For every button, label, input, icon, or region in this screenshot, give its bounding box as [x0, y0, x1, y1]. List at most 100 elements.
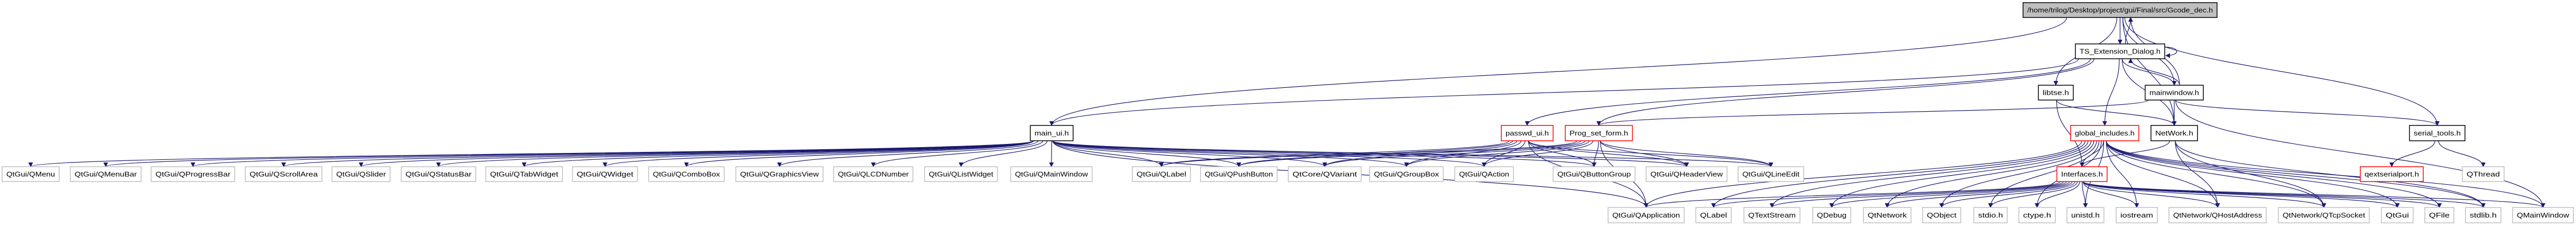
node-ts[interactable]: TS_Extension_Dialog.h [2075, 43, 2165, 59]
node-main-ui[interactable]: main_ui.h [1030, 125, 1074, 141]
edge-main_ui-to-qgroup [1052, 140, 1409, 167]
edges-layer [29, 17, 2545, 208]
edge-main_ui-to-qgraphics [777, 140, 1039, 167]
node-label: QtGui/QComboBox [653, 170, 721, 178]
node-box [331, 166, 391, 182]
node-label: QLabel [1700, 211, 1727, 219]
node-global[interactable]: global_includes.h [2070, 125, 2139, 141]
edge-global-to-iostream [2106, 140, 2139, 208]
node-label: global_includes.h [2075, 129, 2135, 137]
node-passwd[interactable]: passwd_ui.h [1501, 125, 1554, 141]
node-box [70, 166, 142, 182]
node-label: QtGui/QScrollArea [250, 170, 318, 178]
edge-ts-to-main_ui [1049, 58, 2079, 126]
node-qmenu: QtGui/QMenu [2, 166, 60, 182]
edge-prog-to-qvariant [1322, 140, 1586, 167]
node-box [2512, 207, 2574, 223]
edge-passwd-to-qlineedit [1528, 140, 1774, 167]
node-box [2038, 85, 2074, 101]
node-label: /home/trilog/Desktop/project/gui/Final/s… [2027, 6, 2213, 14]
node-label: QMainWindow [2517, 211, 2570, 219]
node-box [1565, 125, 1633, 141]
edge-prog-to-qgroup [1404, 140, 1590, 167]
edge-interfaces-to-qapp [1644, 181, 2061, 208]
node-box [1288, 166, 1362, 182]
node-label: QtGui/QMainWindow [1015, 170, 1088, 178]
edge-main_ui-to-qscroll [281, 140, 1034, 167]
edge-root-to-main_ui [1049, 17, 2067, 126]
node-qtgui: QtGui [2381, 207, 2414, 223]
edge-mainwindow-to-prog [1596, 100, 2149, 126]
node-box [833, 166, 913, 182]
node-network[interactable]: NetWork.h [2150, 125, 2198, 141]
node-qfile: QFile [2424, 207, 2454, 223]
node-box [2462, 166, 2505, 182]
edge-main_ui-to-qmenubar [104, 140, 1034, 167]
node-qmainwin-gui: QtGui/QMainWindow [1010, 166, 1093, 182]
edge-prog-to-qlineedit [1600, 140, 1774, 167]
edge-interfaces-to-iostream [2082, 181, 2139, 208]
edge-global-to-qlabel [1711, 140, 2086, 208]
node-unistd: unistd.h [2066, 207, 2104, 223]
edge-mainwindow-to-serial [2175, 100, 2440, 126]
node-box [2381, 207, 2414, 223]
node-qhost: QtNetwork/QHostAddress [2168, 207, 2267, 223]
edge-interfaces-to-qobject [1939, 181, 2075, 208]
node-qvariant: QtCore/QVariant [1288, 166, 1362, 182]
edge-interfaces-to-qdebug [1829, 181, 2070, 208]
node-label: QtGui/QAction [1459, 170, 1509, 178]
edge-passwd-to-qlabel_gui [1159, 140, 1509, 167]
node-box [1608, 207, 1685, 223]
node-label: QtGui/QMenu [6, 170, 55, 178]
edge-interfaces-to-qtnetwork [1885, 181, 2073, 208]
node-box [735, 166, 824, 182]
node-box [2150, 125, 2198, 141]
node-label: iostream [2120, 211, 2153, 219]
edge-global-to-qtgui [2106, 140, 2400, 208]
node-qgraphics: QtGui/QGraphicsView [735, 166, 824, 182]
node-qlineedit: QtGui/QLineEdit [1738, 166, 1804, 182]
node-label: QDebug [1817, 211, 1846, 219]
node-root[interactable]: /home/trilog/Desktop/project/gui/Final/s… [2023, 2, 2218, 18]
node-label: QtGui/QLCDNumber [838, 170, 909, 178]
node-label: ctype.h [2023, 211, 2051, 219]
node-qapp: QtGui/QApplication [1608, 207, 1685, 223]
node-label: QtGui/QGraphicsView [740, 170, 819, 178]
node-label: NetWork.h [2155, 129, 2193, 137]
node-mainwindow[interactable]: mainwindow.h [2145, 85, 2204, 101]
node-label: QtGui [2386, 211, 2409, 219]
node-label: QtGui/QSlider [336, 170, 386, 178]
edge-ts-to-ts [2164, 47, 2177, 58]
node-box [2424, 207, 2454, 223]
node-qthread: QThread [2462, 166, 2505, 182]
node-label: QFile [2429, 211, 2450, 219]
edge-passwd-to-qaction [1482, 140, 1526, 167]
node-box [648, 166, 725, 182]
edge-main_ui-to-qmenu [29, 140, 1034, 167]
node-label: QtNetwork [1868, 211, 1907, 219]
edge-prog-to-qbtngroup [1592, 140, 1599, 167]
node-prog[interactable]: Prog_set_form.h [1565, 125, 1633, 141]
node-label: QtCore/QVariant [1292, 170, 1357, 178]
node-label: QtGui/QProgressBar [155, 170, 231, 178]
node-qext[interactable]: qextserialport.h [2360, 166, 2424, 182]
nodes-layer: /home/trilog/Desktop/project/gui/Final/s… [2, 2, 2574, 223]
edge-prog-to-qlabel_gui [1159, 140, 1577, 167]
node-box [1743, 207, 1801, 223]
node-box [1973, 207, 2008, 223]
edge-passwd-to-qbtngroup [1528, 140, 1596, 167]
node-interfaces[interactable]: Interfaces.h [2056, 166, 2108, 182]
node-libtse[interactable]: libtse.h [2038, 85, 2074, 101]
node-box [401, 166, 476, 182]
edge-interfaces-to-qmainwindow [2082, 181, 2545, 208]
node-box [1030, 125, 1074, 141]
edge-serial-to-qext [2389, 140, 2435, 167]
edge-global-to-qfile [2106, 140, 2442, 208]
edge-main_ui-to-qlist [958, 140, 1048, 167]
node-label: QtGui/QLineEdit [1742, 170, 1799, 178]
edge-global-to-qdebug [1829, 140, 2092, 208]
node-label: serial_tools.h [2414, 129, 2461, 137]
edge-ts-to-global [2102, 58, 2120, 126]
edge-main_ui-to-qpush [1052, 140, 1241, 167]
node-serial[interactable]: serial_tools.h [2409, 125, 2466, 141]
